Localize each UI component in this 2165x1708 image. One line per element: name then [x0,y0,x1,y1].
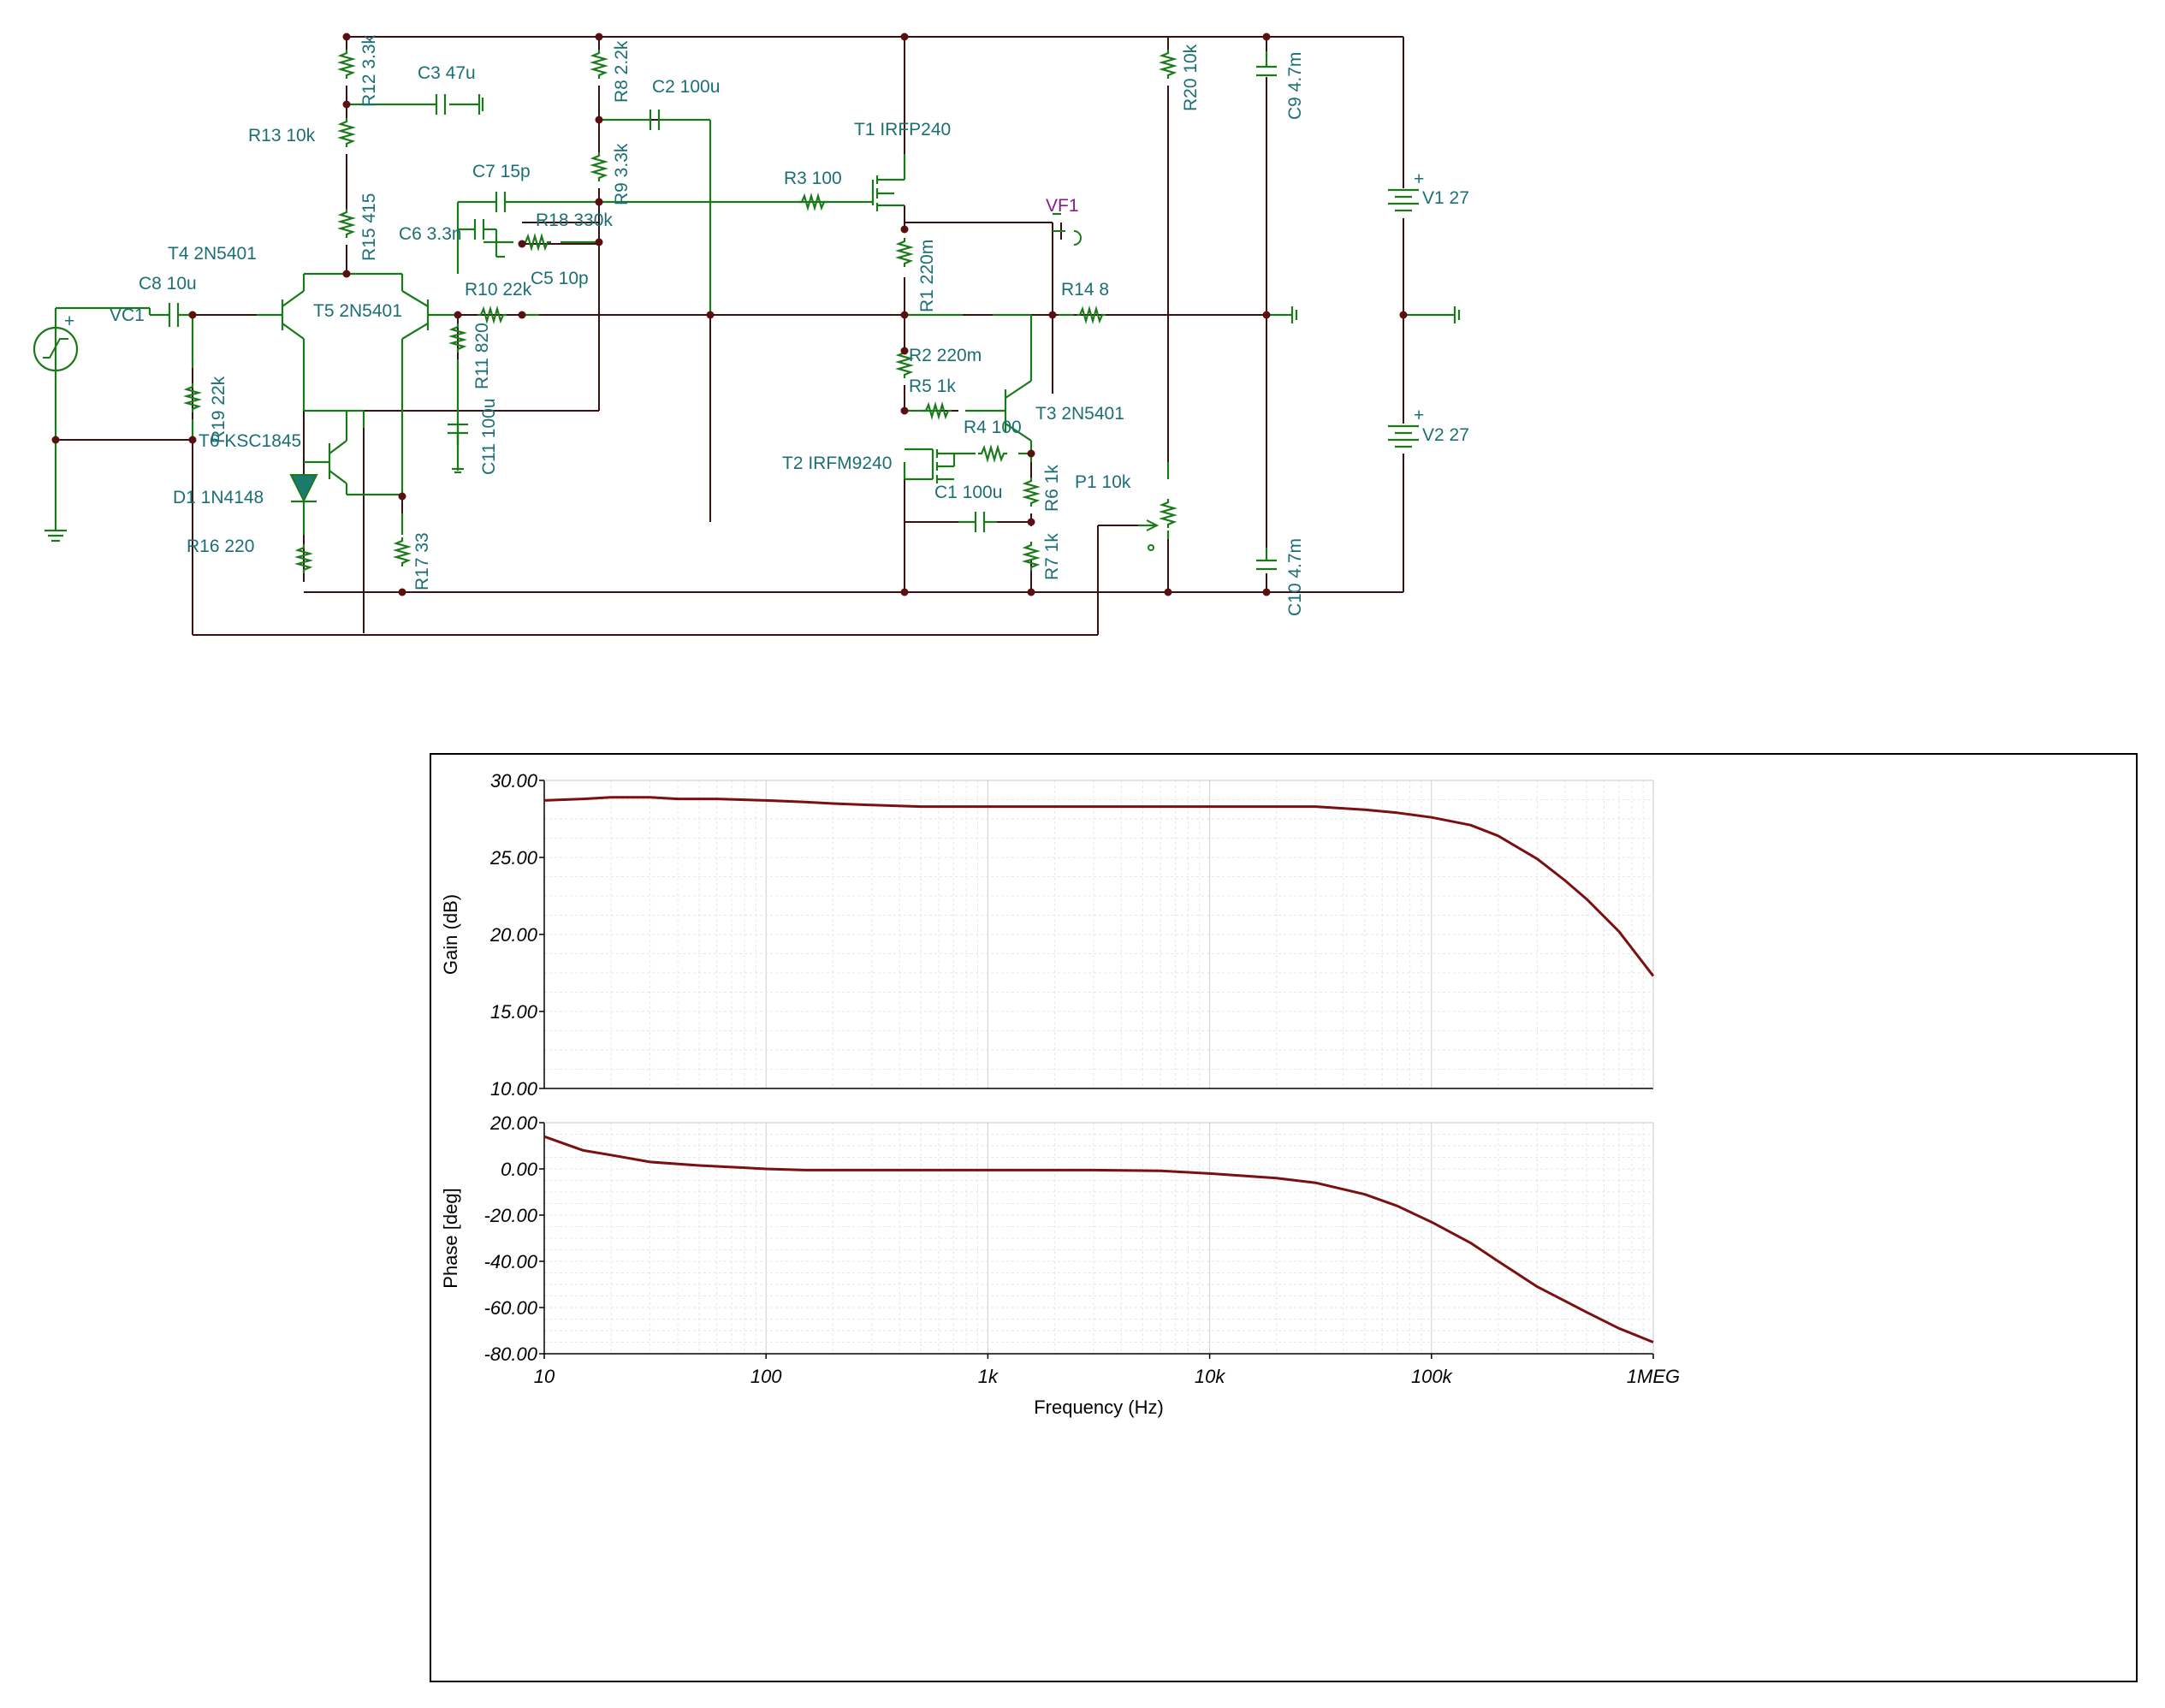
label-r13: R13 10k [248,126,316,145]
label-v2: V2 27 [1422,425,1469,445]
label-r14: R14 8 [1061,280,1109,299]
y-tick-label: 10.00 [490,1078,538,1100]
label-c8: C8 10u [139,274,197,294]
y-tick-label: 15.00 [490,1001,538,1023]
label-t5: T5 2N5401 [313,301,402,321]
junction-dots [51,33,1408,596]
label-r12: R12 3.3k [359,34,379,107]
x-axis-label: Frequency (Hz) [1034,1397,1164,1418]
label-t3: T3 2N5401 [1035,404,1124,424]
label-r9: R9 3.3k [612,143,632,205]
x-tick-label: 10 [534,1366,555,1387]
label-r20: R20 10k [1181,44,1201,111]
bode-plot-panel: 30.00 25.00 20.00 15.00 10.00 20.00 0.00 -20.00… [430,753,2138,1682]
gain-axis-label: Gain (dB) [440,894,461,975]
label-c2: C2 100u [652,77,720,97]
circuit-schematic: + VC1 C8 10u T4 2N5401 T5 2N5401 T6 KSC1… [33,33,1469,636]
label-c9: C9 4.7m [1285,52,1305,120]
y-tick-label: -20.00 [484,1205,538,1226]
label-r16: R16 220 [187,537,254,556]
label-r1: R1 220m [917,240,937,312]
label-t2: T2 IRFM9240 [782,454,892,473]
label-r15: R15 415 [359,193,379,261]
phase-axis-label: Phase [deg] [440,1188,461,1288]
label-d1: D1 1N4148 [173,488,264,507]
x-tick-label: 10k [1195,1366,1225,1387]
y-tick-label: 30.00 [490,770,538,792]
y-tick-label: 25.00 [489,847,538,869]
label-r2: R2 220m [909,346,982,365]
gain-series-line [543,796,1655,977]
label-c3: C3 47u [418,63,476,83]
label-vf1: VF1 [1046,196,1079,216]
y-tick-label: 20.00 [489,1112,538,1134]
label-t6: T6 KSC1845 [199,431,301,451]
label-r3: R3 100 [784,169,842,188]
label-c1: C1 100u [934,483,1002,502]
y-tick-label: 0.00 [501,1159,538,1180]
x-tick-label: 1MEG [1627,1366,1680,1387]
label-v1: V1 27 [1422,188,1469,208]
label-r5: R5 1k [909,377,956,396]
phase-series-line [543,1135,1654,1343]
y-tick-label: -80.00 [484,1343,538,1365]
label-r10: R10 22k [465,280,532,299]
x-tick-label: 100 [750,1366,782,1387]
signal-source-icon [33,326,79,372]
label-r18: R18 330k [536,211,613,230]
component-leads [44,51,1461,571]
y-tick-label: -40.00 [484,1251,538,1272]
component-labels: VC1 C8 10u T4 2N5401 T5 2N5401 T6 KSC184… [110,34,1469,616]
label-c10: C10 4.7m [1285,538,1305,616]
svg-text:+: + [1414,406,1424,425]
label-r7: R7 1k [1042,533,1062,580]
label-c6: C6 3.3n [399,224,462,244]
label-r4: R4 100 [964,418,1022,437]
x-tick-label: 1k [978,1366,999,1387]
label-c11: C11 100u [479,398,499,475]
label-r11: R11 820 [472,323,492,389]
label-r8: R8 2.2k [612,40,632,103]
label-r19: R19 22k [209,376,228,443]
label-c7: C7 15p [472,162,531,181]
y-tick-label: -60.00 [484,1297,538,1319]
label-t4: T4 2N5401 [168,244,257,264]
label-c5: C5 10p [531,269,589,288]
svg-text:+: + [64,311,74,331]
label-r6: R6 1k [1042,465,1062,512]
label-r17: R17 33 [412,532,432,590]
svg-text:+: + [1414,169,1424,189]
x-tick-label: 100k [1411,1366,1453,1387]
label-t1: T1 IRFP240 [854,120,951,139]
y-tick-label: 20.00 [489,924,538,946]
bode-plot: 30.00 25.00 20.00 15.00 10.00 20.00 0.00 -20.00… [440,770,1680,1418]
label-p1: P1 10k [1075,472,1131,492]
label-vc1: VC1 [110,305,145,325]
